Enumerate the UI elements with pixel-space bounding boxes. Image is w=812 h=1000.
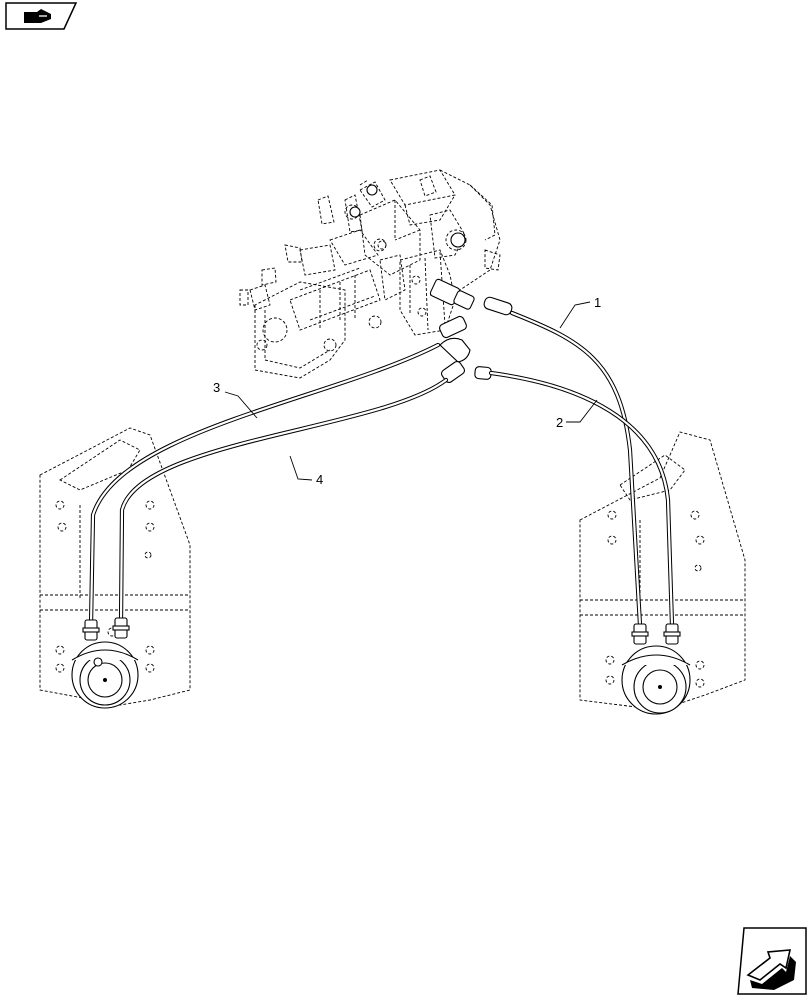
svg-text:4: 4 [316,472,323,487]
hand-pointing-icon [24,9,51,23]
valve-fittings [349,184,513,384]
svg-text:3: 3 [213,380,220,395]
callout-4: 4 [289,455,323,487]
motor-hose-fittings [82,617,681,645]
hose-2 [488,370,675,628]
pump-valve-assembly [239,169,501,379]
right-wheel-motor-bracket [579,431,746,715]
next-page-button[interactable] [737,927,807,995]
callout-3: 3 [213,380,258,419]
callout-2: 2 [556,399,598,430]
svg-text:2: 2 [556,415,563,430]
left-wheel-motor-bracket [39,427,191,709]
hydraulic-hoses [88,310,675,628]
forward-arrow-icon [746,949,796,990]
callout-1: 1 [559,295,601,329]
hose-1 [509,310,643,628]
hose-4 [118,377,449,625]
svg-text:1: 1 [594,295,601,310]
previous-page-button[interactable] [5,2,78,30]
